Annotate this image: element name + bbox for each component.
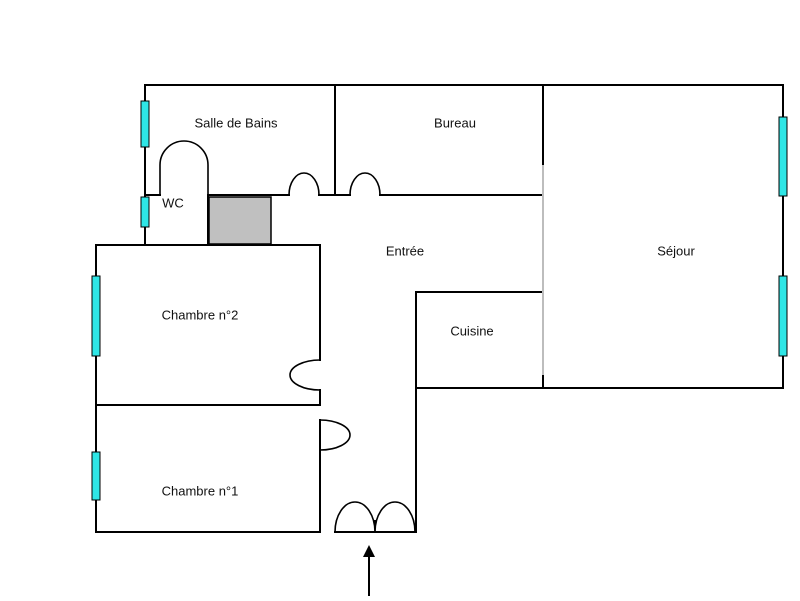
entrance-arrow bbox=[363, 545, 375, 596]
label-cuisine: Cuisine bbox=[450, 323, 493, 338]
window-wc bbox=[140, 196, 150, 228]
label-entree: Entrée bbox=[386, 243, 424, 258]
window-sejour-top bbox=[778, 116, 788, 197]
label-wc: WC bbox=[162, 195, 184, 210]
label-salle-de-bains: Salle de Bains bbox=[194, 115, 278, 130]
doors bbox=[159, 140, 416, 533]
door-chambre1 bbox=[319, 419, 351, 451]
window-chambre2 bbox=[91, 275, 101, 357]
label-sejour: Séjour bbox=[657, 243, 695, 258]
window-sejour-bottom bbox=[778, 275, 788, 357]
door-salle-de-bains-wc bbox=[159, 140, 209, 195]
door-bureau bbox=[349, 172, 381, 196]
label-chambre1: Chambre n°1 bbox=[162, 483, 239, 498]
walls bbox=[95, 84, 784, 533]
windows bbox=[91, 100, 788, 501]
label-bureau: Bureau bbox=[434, 115, 476, 130]
door-chambre2 bbox=[289, 359, 321, 391]
window-chambre1 bbox=[91, 451, 101, 501]
door-salle-de-bains bbox=[288, 172, 320, 196]
label-chambre2: Chambre n°2 bbox=[162, 307, 239, 322]
front-door bbox=[334, 501, 416, 533]
window-salle-de-bains bbox=[140, 100, 150, 148]
technical-shaft bbox=[208, 196, 272, 245]
